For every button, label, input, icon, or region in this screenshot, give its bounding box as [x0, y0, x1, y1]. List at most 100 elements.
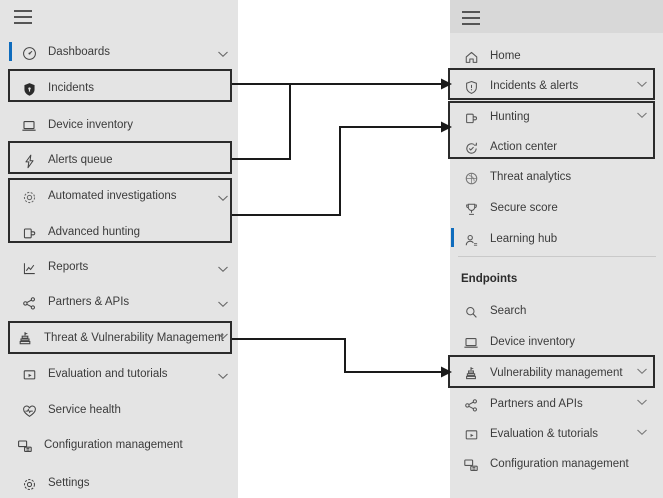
sidebar-item-incidents[interactable]: Incidents: [20, 80, 94, 98]
sidebar-item-label: Automated investigations: [48, 190, 177, 203]
sidebar-item-device-inventory[interactable]: Device inventory: [20, 117, 133, 135]
chevron-down-icon[interactable]: [636, 365, 648, 377]
hunting-icon: [20, 224, 38, 242]
chevron-down-icon[interactable]: [217, 370, 229, 382]
config-icon: [16, 437, 34, 455]
sidebar-item-label: Search: [490, 305, 527, 318]
connector-alerts-queue: [232, 84, 291, 160]
hamburger-icon[interactable]: [14, 10, 32, 24]
highlight-box-alerts-queue: [8, 141, 232, 174]
left-navigation-panel: [0, 0, 238, 498]
sidebar-item-label: Configuration management: [490, 458, 629, 471]
heart-pulse-icon: [20, 402, 38, 420]
sidebar-item-advanced-hunting[interactable]: Advanced hunting: [20, 224, 140, 242]
lightning-icon: [20, 152, 38, 170]
config-icon: [462, 456, 480, 474]
monitor-play-icon: [462, 426, 480, 444]
selected-accent-bar: [9, 42, 12, 61]
sidebar-item-label: Action center: [490, 141, 558, 154]
sidebar-item-service-health[interactable]: Service health: [20, 402, 121, 420]
threat-analytics-icon: [462, 169, 480, 187]
sidebar-item-label: Threat analytics: [490, 171, 572, 184]
chevron-down-icon[interactable]: [636, 109, 648, 121]
sidebar-item-partners-apis[interactable]: Partners & APIs: [20, 294, 129, 312]
laptop-icon: [20, 117, 38, 135]
sidebar-item-label: Incidents: [48, 82, 95, 95]
sidebar-item-label: Incidents & alerts: [490, 80, 579, 93]
sidebar-item-partners-and-apis[interactable]: Partners and APIs: [462, 396, 583, 414]
connector-tvm: [232, 338, 441, 373]
sidebar-item-device-inventory[interactable]: Device inventory: [462, 334, 575, 352]
share-nodes-icon: [462, 396, 480, 414]
gear-outline-icon: [20, 188, 38, 206]
sidebar-item-search[interactable]: Search: [462, 303, 526, 321]
chevron-down-icon[interactable]: [217, 263, 229, 275]
sidebar-item-evaluation-tutorials[interactable]: Evaluation & tutorials: [462, 426, 598, 444]
sidebar-item-configuration-management[interactable]: Configuration management: [16, 437, 183, 455]
connector-automated-investigations: [232, 126, 441, 216]
right-panel-header: [450, 0, 663, 33]
hunting-icon: [462, 109, 480, 127]
sidebar-item-action-center[interactable]: Action center: [462, 139, 557, 157]
shield-filled-icon: [20, 80, 38, 98]
dashboard-icon: [20, 44, 38, 62]
highlight-box-threat-vulnerability-management: [8, 321, 232, 354]
chevron-down-icon[interactable]: [217, 298, 229, 310]
sidebar-item-label: Vulnerability management: [490, 367, 623, 380]
sidebar-item-vulnerability-management[interactable]: Vulnerability management: [462, 365, 623, 383]
chevron-down-icon[interactable]: [636, 78, 648, 90]
sidebar-item-settings[interactable]: Settings: [20, 475, 90, 493]
hamburger-icon[interactable]: [462, 11, 480, 25]
sidebar-item-label: Advanced hunting: [48, 226, 141, 239]
sidebar-item-alerts-queue[interactable]: Alerts queue: [20, 152, 113, 170]
sidebar-item-label: Dashboards: [48, 46, 111, 59]
arrowhead-incidents: [441, 78, 452, 90]
sidebar-item-home[interactable]: Home: [462, 48, 521, 66]
section-title-endpoints: Endpoints: [461, 273, 518, 285]
sidebar-item-configuration-management[interactable]: Configuration management: [462, 456, 629, 474]
sidebar-item-evaluation-and-tutorials[interactable]: Evaluation and tutorials: [20, 366, 168, 384]
sidebar-item-label: Learning hub: [490, 233, 558, 246]
sidebar-item-label: Evaluation & tutorials: [490, 428, 599, 441]
sidebar-item-label: Alerts queue: [48, 154, 113, 167]
highlight-box-hunting-action-center: [448, 101, 655, 159]
action-center-icon: [462, 139, 480, 157]
sidebar-item-label: Secure score: [490, 202, 558, 215]
chevron-down-icon[interactable]: [636, 396, 648, 408]
sidebar-item-reports[interactable]: Reports: [20, 259, 88, 277]
sidebar-item-label: Partners & APIs: [48, 296, 130, 309]
shield-outline-icon: [462, 78, 480, 96]
chevron-down-icon[interactable]: [217, 330, 229, 342]
chevron-down-icon[interactable]: [217, 192, 229, 204]
sidebar-item-label: Device inventory: [48, 119, 134, 132]
laptop-icon: [462, 334, 480, 352]
home-icon: [462, 48, 480, 66]
sidebar-item-label: Reports: [48, 261, 89, 274]
sidebar-item-learning-hub[interactable]: Learning hub: [462, 231, 557, 249]
sidebar-item-dashboards[interactable]: Dashboards: [20, 44, 110, 62]
gear-icon: [20, 475, 38, 493]
chevron-down-icon[interactable]: [217, 48, 229, 60]
chevron-down-icon[interactable]: [636, 426, 648, 438]
sidebar-item-label: Device inventory: [490, 336, 576, 349]
selected-accent-bar: [451, 228, 454, 247]
monitor-play-icon: [20, 366, 38, 384]
sidebar-item-threat-analytics[interactable]: Threat analytics: [462, 169, 571, 187]
arrowhead-hunting: [441, 121, 452, 133]
sidebar-item-label: Partners and APIs: [490, 398, 583, 411]
sidebar-item-threat-vulnerability-management[interactable]: Threat & Vulnerability Management: [16, 330, 224, 348]
sidebar-item-incidents-alerts[interactable]: Incidents & alerts: [462, 78, 578, 96]
arrowhead-vulnerability-management: [441, 366, 452, 378]
highlight-box-automated-investigations-advanced-hunting: [8, 178, 232, 243]
divider: [458, 256, 656, 257]
sidebar-item-secure-score[interactable]: Secure score: [462, 200, 558, 218]
tvm-icon: [462, 365, 480, 383]
sidebar-item-automated-investigations[interactable]: Automated investigations: [20, 188, 177, 206]
share-nodes-icon: [20, 294, 38, 312]
trophy-icon: [462, 200, 480, 218]
sidebar-item-label: Home: [490, 50, 521, 63]
chart-icon: [20, 259, 38, 277]
sidebar-item-hunting[interactable]: Hunting: [462, 109, 530, 127]
